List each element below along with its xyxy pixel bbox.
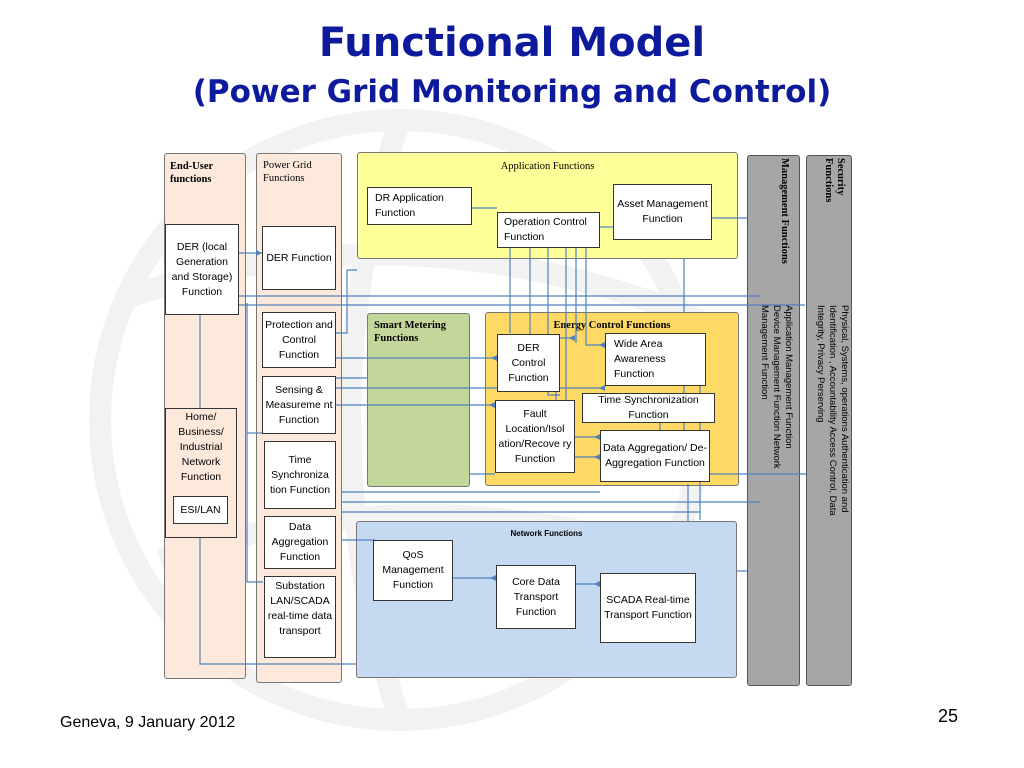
network-heading: Network Functions [510,529,583,538]
page-number: 25 [938,706,959,726]
core-data-transport-box: Core Data Transport Function [496,565,576,629]
substation-lan-box: Substation LAN/SCADA real-time data tran… [264,576,336,658]
der-local-generation-box: DER (local Generation and Storage) Funct… [165,224,239,315]
dr-application-box: DR Application Function [367,187,472,225]
home-network-frame [165,408,237,538]
security-heading: Security Functions [823,158,846,203]
asset-management-box: Asset Management Function [613,184,712,240]
application-heading: Application Functions [500,161,595,172]
page-title: Functional Model [318,20,706,66]
data-aggregation-box: Data Aggregation Function [264,516,336,569]
end-user-heading: End-User functions [170,161,213,185]
energy-control-heading: Energy Control Functions [553,320,671,331]
fault-location-box: Fault Location/Isol ation/Recove ry Func… [495,400,575,473]
time-sync-box: Time Synchroniza tion Function [264,441,336,509]
security-items: Physical, Systems, operations Authentica… [815,305,850,516]
der-control-box: DER Control Function [497,334,560,392]
smart-metering-heading: Smart Metering Functions [374,320,447,344]
page-subtitle: (Power Grid Monitoring and Control) [192,74,832,110]
operation-control-box: Operation Control Function [497,212,600,248]
power-grid-heading: Power Grid Functions [263,160,312,184]
sensing-measurement-box: Sensing & Measureme nt Function [262,376,336,434]
footer-location-date: Geneva, 9 January 2012 [60,714,236,731]
esi-lan-box: ESI/LAN [173,496,228,524]
management-items: Application Management Function Device M… [759,305,794,469]
smart-metering-group [367,313,470,487]
qos-management-box: QoS Management Function [373,540,453,601]
data-aggregation-deaggregation-box: Data Aggregation/ De-Aggregation Functio… [600,430,710,482]
management-heading: Management Functions [779,158,790,264]
home-network-box: Home/ Business/ Industrial Network Funct… [178,411,224,483]
power-grid-der-box: DER Function [262,226,336,290]
protection-control-box: Protection and Control Function [262,312,336,368]
wide-area-awareness-box: Wide Area Awareness Function [605,333,706,386]
time-synchronization-box: Time Synchronization Function [582,393,715,423]
security-group [806,155,852,686]
scada-transport-box: SCADA Real-time Transport Function [600,573,696,643]
management-group [747,155,800,686]
